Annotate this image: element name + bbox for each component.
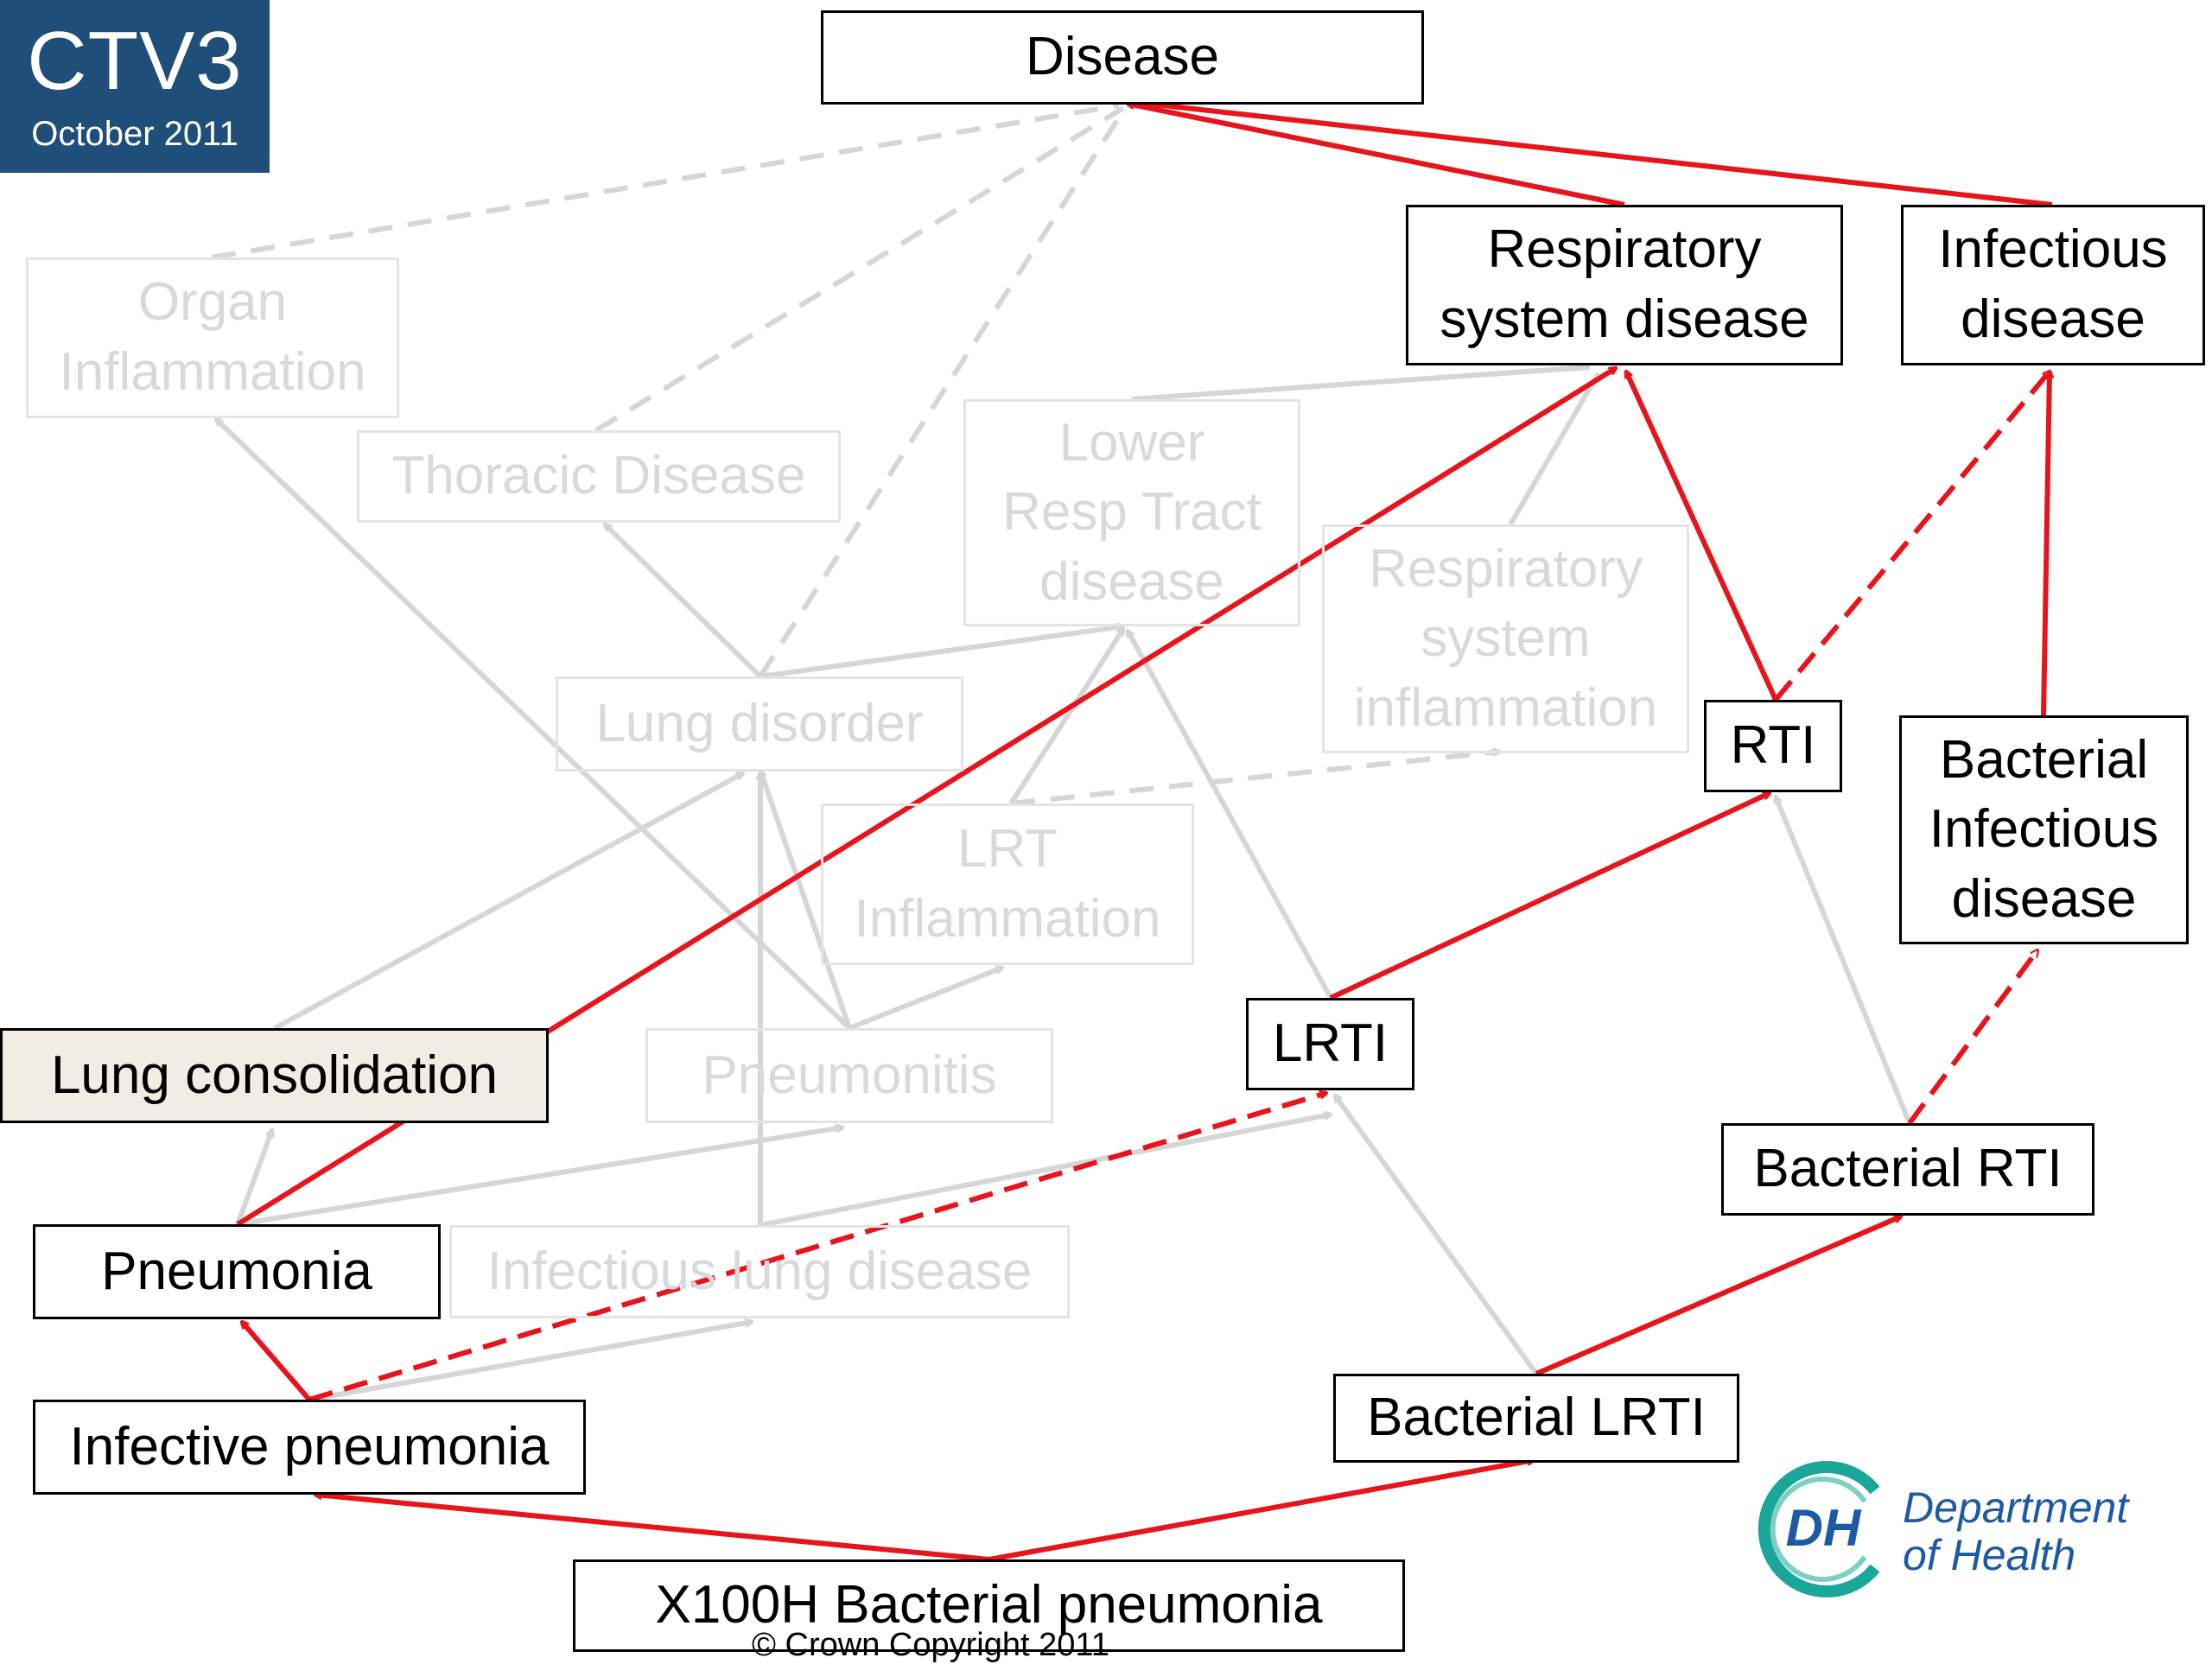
edge-pneumonitis-to-lungdisorder xyxy=(760,771,852,1029)
node-respiratory-system-inflammation: Respiratory system inflammation xyxy=(1322,524,1689,753)
node-bacterial-infectious-disease: Bacterial Infectious disease xyxy=(1899,715,2189,944)
node-lung-disorder: Lung disorder xyxy=(556,676,963,772)
node-pneumonia: Pneumonia xyxy=(33,1224,441,1319)
edge-lrtinfl-to-lowerresp xyxy=(1008,629,1126,805)
edge-respinfl-to-resp xyxy=(1508,372,1601,526)
node-lrti: LRTI xyxy=(1246,998,1414,1090)
edge-infective-to-lrti xyxy=(308,1093,1326,1402)
node-pneumonitis: Pneumonitis xyxy=(645,1028,1053,1123)
edge-infective-to-pneumonia xyxy=(242,1322,312,1401)
edge-organ-to-disease xyxy=(211,103,1120,260)
node-lower-resp-tract-disease: Lower Resp Tract disease xyxy=(963,399,1300,626)
node-infectious-disease: Infectious disease xyxy=(1901,205,2205,365)
node-lung-consolidation: Lung consolidation xyxy=(0,1028,549,1123)
badge-date: October 2011 xyxy=(31,114,238,153)
node-lrt-inflammation: LRT Inflammation xyxy=(821,803,1194,965)
badge-title: CTV3 xyxy=(27,14,243,107)
node-disease: Disease xyxy=(821,10,1424,105)
edge-rti-to-resp xyxy=(1624,372,1778,702)
node-infective-pneumonia: Infective pneumonia xyxy=(33,1400,586,1495)
node-respiratory-system-disease: Respiratory system disease xyxy=(1406,205,1843,365)
node-thoracic-disease: Thoracic Disease xyxy=(357,430,841,523)
node-x100h-bacterial-pneumonia: X100H Bacterial pneumonia xyxy=(573,1559,1405,1652)
edge-infectiouslung-to-lrti xyxy=(760,1115,1331,1228)
edge-bactlrti-to-lrti xyxy=(1335,1096,1539,1375)
edge-pneumonia-to-pneumonitis xyxy=(237,1127,842,1227)
edge-lowerresp-to-resp xyxy=(1131,365,1591,402)
dh-department-name: Department of Health xyxy=(1903,1483,2129,1579)
edge-bactlrti-to-bactrti xyxy=(1535,1214,1901,1376)
node-bacterial-lrti: Bacterial LRTI xyxy=(1333,1374,1739,1463)
edge-rti-to-infectious xyxy=(1773,372,2050,702)
dh-mark-text: DH xyxy=(1785,1499,1861,1557)
edge-pneumonitis-to-lrtinfl xyxy=(848,968,1002,1031)
edge-lrtinfl-to-respinfl xyxy=(1010,752,1499,806)
dh-logo-icon xyxy=(1758,1461,1880,1597)
version-badge: CTV3 October 2011 xyxy=(0,0,270,173)
edge-bactrti-to-bactinf xyxy=(1907,950,2037,1125)
edge-lrti-to-rti xyxy=(1329,791,1770,1000)
edge-x100h-to-bactlrti xyxy=(988,1460,1534,1562)
edge-lungdisorder-to-thoracic xyxy=(605,524,763,679)
edge-thoracic-to-disease xyxy=(594,105,1125,433)
edge-lrti-to-lowerresp xyxy=(1125,631,1333,1000)
edge-lungdisorder-to-disease xyxy=(758,109,1126,678)
edge-infectious-to-disease xyxy=(1132,102,2053,207)
node-bacterial-rti: Bacterial RTI xyxy=(1721,1123,2094,1216)
edge-bactinf-to-infectious xyxy=(2041,372,2050,716)
edge-bactrti-to-rti xyxy=(1773,797,1912,1125)
edge-x100h-to-infective xyxy=(315,1495,990,1562)
edge-lungcons-to-lungdisorder xyxy=(273,771,743,1031)
node-rti: RTI xyxy=(1704,700,1842,792)
edge-resp-to-disease xyxy=(1128,104,1625,207)
node-infectious-lung-disease: Infectious lung disease xyxy=(449,1225,1070,1318)
edge-pneumonia-to-lungcons xyxy=(235,1130,272,1226)
edge-pneumonitis-to-organ xyxy=(216,419,852,1031)
node-organ-inflammation: Organ Inflammation xyxy=(26,257,399,418)
edge-lungdisorder-to-lowerresp xyxy=(760,626,1123,679)
dh-logo: DH Department of Health xyxy=(1754,1460,2169,1598)
edge-infective-to-infectiouslung xyxy=(308,1322,752,1402)
copyright-notice: © Crown Copyright 2011 xyxy=(752,1627,1109,1663)
